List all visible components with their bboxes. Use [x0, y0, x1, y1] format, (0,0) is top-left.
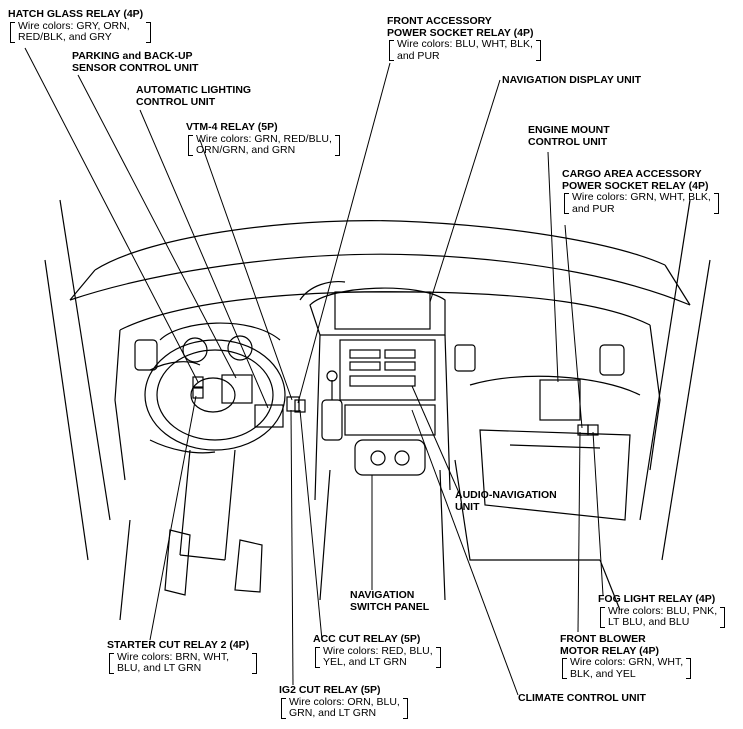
- auto-lighting-title-line2: CONTROL UNIT: [136, 95, 216, 108]
- hatch-glass-wire-line2: RED/BLK, and GRY: [18, 31, 112, 43]
- vtm4-wire-line2: ORN/GRN, and GRN: [196, 144, 296, 156]
- vtm4-title: VTM-4 RELAY (5P): [186, 121, 278, 133]
- label-starter-cut-relay: STARTER CUT RELAY 2 (4P) Wire colors: BR…: [107, 639, 258, 675]
- fog-light-wires: Wire colors: BLU, PNK, LT BLU, and BLU: [598, 604, 726, 629]
- label-fog-light-relay: FOG LIGHT RELAY (4P) Wire colors: BLU, P…: [598, 593, 726, 629]
- label-vtm4-relay: VTM-4 RELAY (5P) Wire colors: GRN, RED/B…: [186, 121, 340, 157]
- nav-switch-title-line1: NAVIGATION: [350, 589, 415, 601]
- nav-display-title: NAVIGATION DISPLAY UNIT: [502, 74, 642, 86]
- starter-cut-title: STARTER CUT RELAY 2 (4P): [107, 639, 250, 651]
- components: [192, 374, 599, 436]
- label-cargo-area-relay: CARGO AREA ACCESSORY POWER SOCKET RELAY …: [562, 168, 719, 215]
- label-engine-mount: ENGINE MOUNT CONTROL UNIT: [528, 124, 610, 148]
- cargo-wire-line2: and PUR: [572, 202, 615, 215]
- glovebox: [454, 375, 641, 561]
- front-accessory-wire-line1: Wire colors: BLU, WHT, BLK,: [397, 38, 533, 50]
- cargo-wires: Wire colors: GRN, WHT, BLK, and PUR: [562, 191, 719, 215]
- front-accessory-wire-line2: and PUR: [397, 49, 440, 62]
- label-audio-navigation: AUDIO-NAVIGATION UNIT: [455, 489, 557, 513]
- acc-cut-wire-line2: YEL, and LT GRN: [323, 656, 407, 668]
- ig2-cut-title: IG2 CUT RELAY (5P): [279, 684, 381, 696]
- front-blower-wire-line2: BLK, and YEL: [570, 667, 636, 680]
- leader-lines: [24, 47, 604, 696]
- label-front-accessory-relay: FRONT ACCESSORY POWER SOCKET RELAY (4P) …: [387, 15, 542, 62]
- fog-light-title: FOG LIGHT RELAY (4P): [598, 593, 716, 605]
- ig2-cut-wires: Wire colors: ORN, BLU, GRN, and LT GRN: [279, 695, 408, 720]
- hatch-glass-wire-line1: Wire colors: GRY, ORN,: [18, 19, 130, 32]
- windshield-outline: [44, 199, 711, 561]
- auto-lighting-title-line1: AUTOMATIC LIGHTING: [136, 84, 252, 96]
- front-blower-title-line2: MOTOR RELAY (4P): [560, 644, 659, 657]
- acc-cut-wires: Wire colors: RED, BLU, YEL, and LT GRN: [313, 644, 441, 669]
- label-climate-control: CLIMATE CONTROL UNIT: [518, 692, 646, 705]
- vtm4-wire-line1: Wire colors: GRN, RED/BLU,: [196, 132, 332, 145]
- front-blower-wire-line1: Wire colors: GRN, WHT,: [570, 656, 684, 668]
- steering-wheel: [144, 339, 286, 454]
- hatch-glass-wires: Wire colors: GRY, ORN, RED/BLK, and GRY: [8, 19, 152, 44]
- acc-cut-title: ACC CUT RELAY (5P): [313, 633, 421, 645]
- label-front-blower-relay: FRONT BLOWER MOTOR RELAY (4P) Wire color…: [560, 633, 692, 680]
- climate-title: CLIMATE CONTROL UNIT: [518, 692, 646, 704]
- vtm4-relay: [286, 396, 300, 412]
- front-accessory-wires: Wire colors: BLU, WHT, BLK, and PUR: [387, 38, 542, 62]
- label-auto-lighting: AUTOMATIC LIGHTING CONTROL UNIT: [136, 84, 252, 108]
- cargo-title-line2: POWER SOCKET RELAY (4P): [562, 179, 709, 192]
- auto-lighting-unit: [254, 404, 284, 428]
- nav-switch-title-line2: SWITCH PANEL: [350, 600, 430, 613]
- gear-shifter: [321, 370, 343, 441]
- front-accessory-title-line2: POWER SOCKET RELAY (4P): [387, 26, 534, 39]
- label-hatch-glass-relay: HATCH GLASS RELAY (4P) Wire colors: GRY,…: [8, 8, 152, 44]
- engine-mount-title-line2: CONTROL UNIT: [528, 135, 608, 148]
- fog-light-wire-line1: Wire colors: BLU, PNK,: [608, 604, 718, 617]
- parking-sensor-unit: [221, 374, 253, 404]
- air-vents: [134, 339, 625, 376]
- steering-column: [179, 449, 236, 561]
- front-blower-title-line1: FRONT BLOWER: [560, 633, 646, 645]
- hatch-glass-title: HATCH GLASS RELAY (4P): [8, 8, 144, 20]
- front-blower-wires: Wire colors: GRN, WHT, BLK, and YEL: [560, 656, 692, 680]
- label-navigation-display: NAVIGATION DISPLAY UNIT: [502, 74, 642, 87]
- center-console: [309, 287, 451, 601]
- audio-nav-title-line1: AUDIO-NAVIGATION: [455, 489, 557, 501]
- cargo-title-line1: CARGO AREA ACCESSORY: [562, 168, 702, 180]
- label-ig2-cut-relay: IG2 CUT RELAY (5P) Wire colors: ORN, BLU…: [279, 684, 408, 720]
- vtm4-wires: Wire colors: GRN, RED/BLU, ORN/GRN, and …: [186, 132, 340, 157]
- parking-title-line1: PARKING and BACK-UP: [72, 50, 193, 62]
- floor-pedals: [119, 519, 621, 621]
- parking-title-line2: SENSOR CONTROL UNIT: [72, 61, 199, 74]
- cargo-wire-line1: Wire colors: GRN, WHT, BLK,: [572, 191, 711, 203]
- engine-mount-unit: [539, 379, 581, 421]
- label-navigation-switch: NAVIGATION SWITCH PANEL: [350, 589, 430, 613]
- ig2-cut-wire-line2: GRN, and LT GRN: [289, 707, 377, 719]
- engine-mount-title-line1: ENGINE MOUNT: [528, 124, 610, 136]
- label-parking-sensor: PARKING and BACK-UP SENSOR CONTROL UNIT: [72, 50, 199, 74]
- ig2-cut-wire-line1: Wire colors: ORN, BLU,: [289, 695, 400, 708]
- label-acc-cut-relay: ACC CUT RELAY (5P) Wire colors: RED, BLU…: [313, 633, 441, 669]
- starter-cut-wires: Wire colors: BRN, WHT, BLU, and LT GRN: [107, 650, 258, 675]
- audio-nav-title-line2: UNIT: [455, 500, 480, 513]
- starter-cut-relay: [192, 387, 204, 399]
- fog-light-wire-line2: LT BLU, and BLU: [608, 616, 690, 628]
- front-accessory-title-line1: FRONT ACCESSORY: [387, 15, 492, 27]
- acc-cut-wire-line1: Wire colors: RED, BLU,: [323, 644, 433, 657]
- hatch-glass-relay: [192, 376, 204, 388]
- starter-cut-wire-line2: BLU, and LT GRN: [117, 662, 202, 674]
- starter-cut-wire-line1: Wire colors: BRN, WHT,: [117, 650, 230, 663]
